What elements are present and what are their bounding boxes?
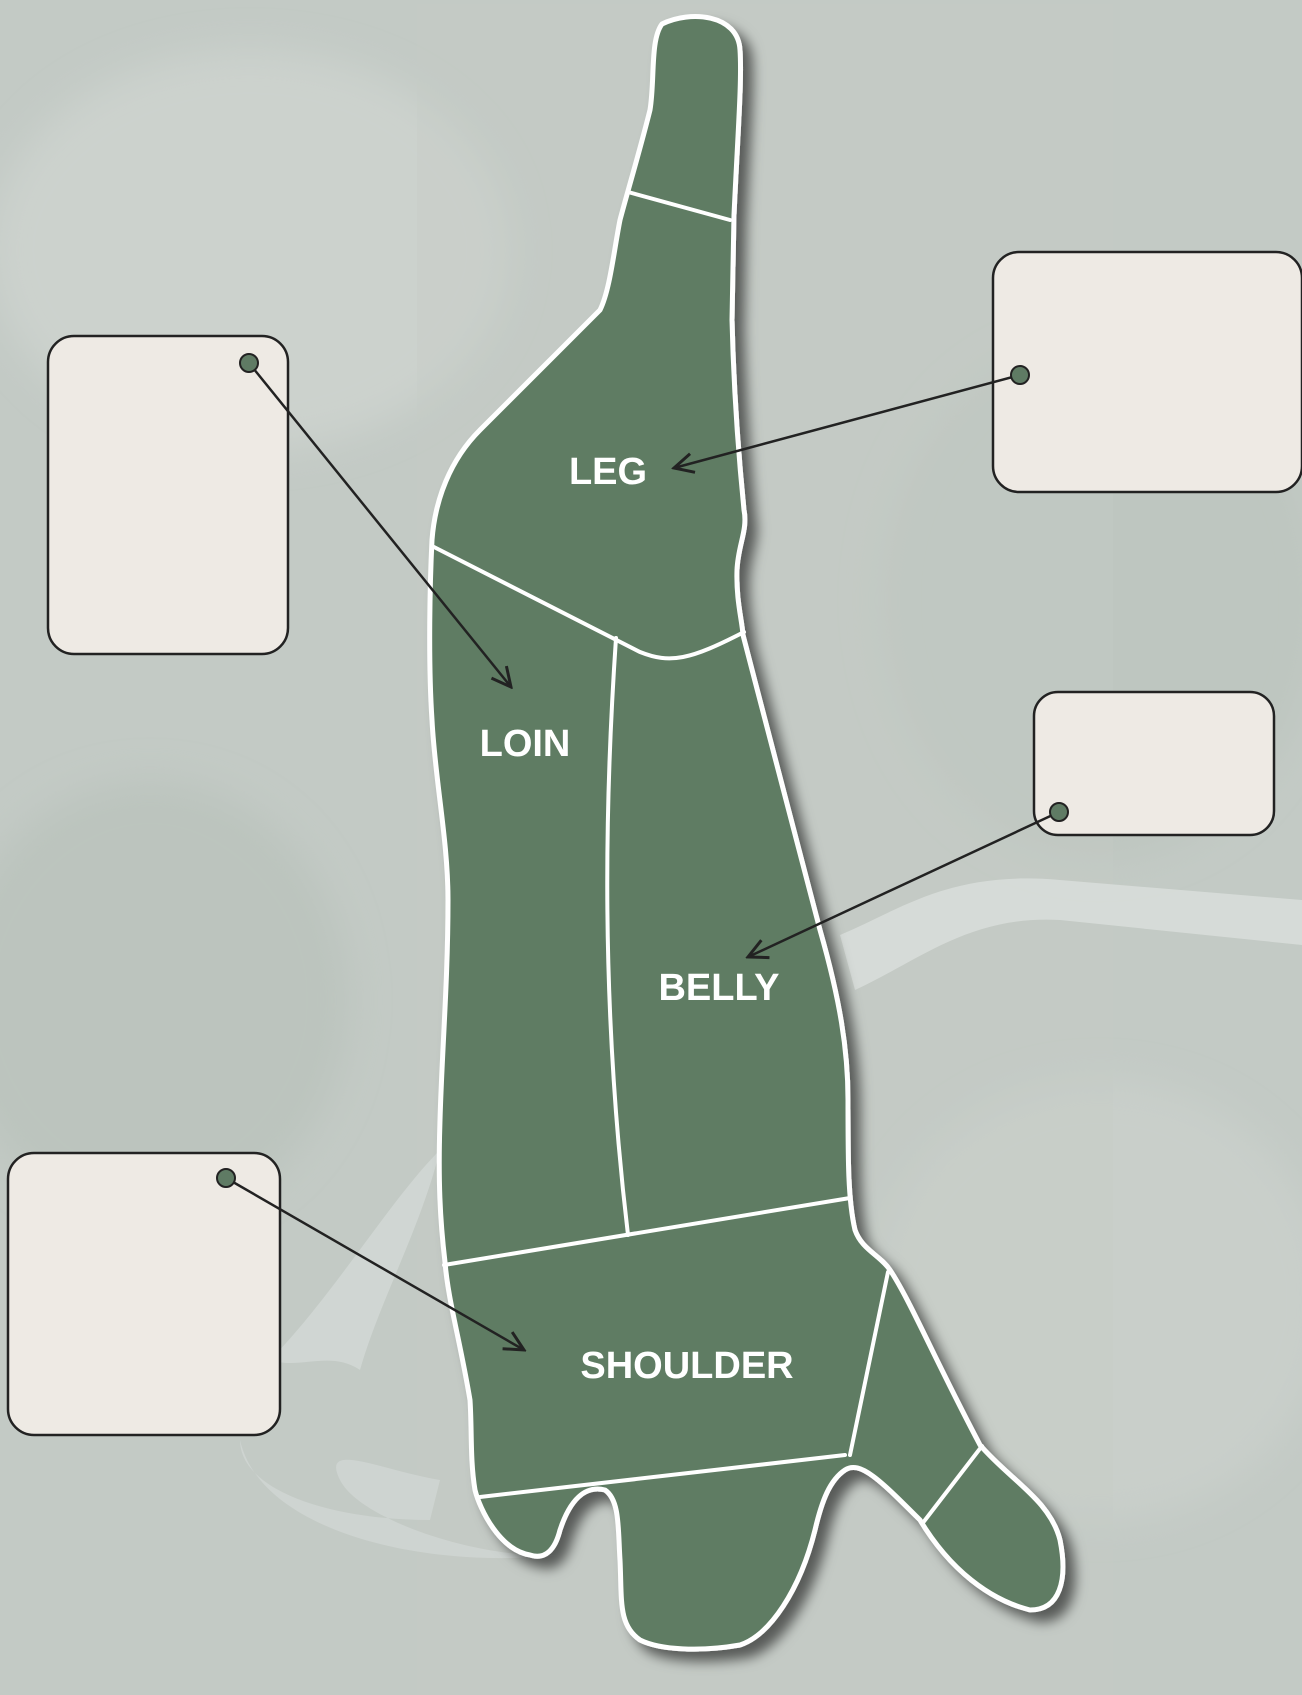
loin-label: LOIN (480, 723, 571, 765)
belly-label: BELLY (658, 967, 779, 1009)
answer-box-bottom-left[interactable] (8, 1153, 280, 1435)
shoulder-label: SHOULDER (580, 1345, 793, 1387)
answer-box-top-right[interactable] (993, 252, 1302, 492)
answer-box-middle-right[interactable] (1034, 692, 1274, 835)
pointer-dot-loin (240, 354, 258, 372)
leg-label: LEG (569, 451, 647, 493)
pointer-dot-shoulder (217, 1169, 235, 1187)
answer-box-top-left[interactable] (48, 336, 288, 654)
pointer-dot-leg (1011, 366, 1029, 384)
pointer-dot-belly (1050, 803, 1068, 821)
